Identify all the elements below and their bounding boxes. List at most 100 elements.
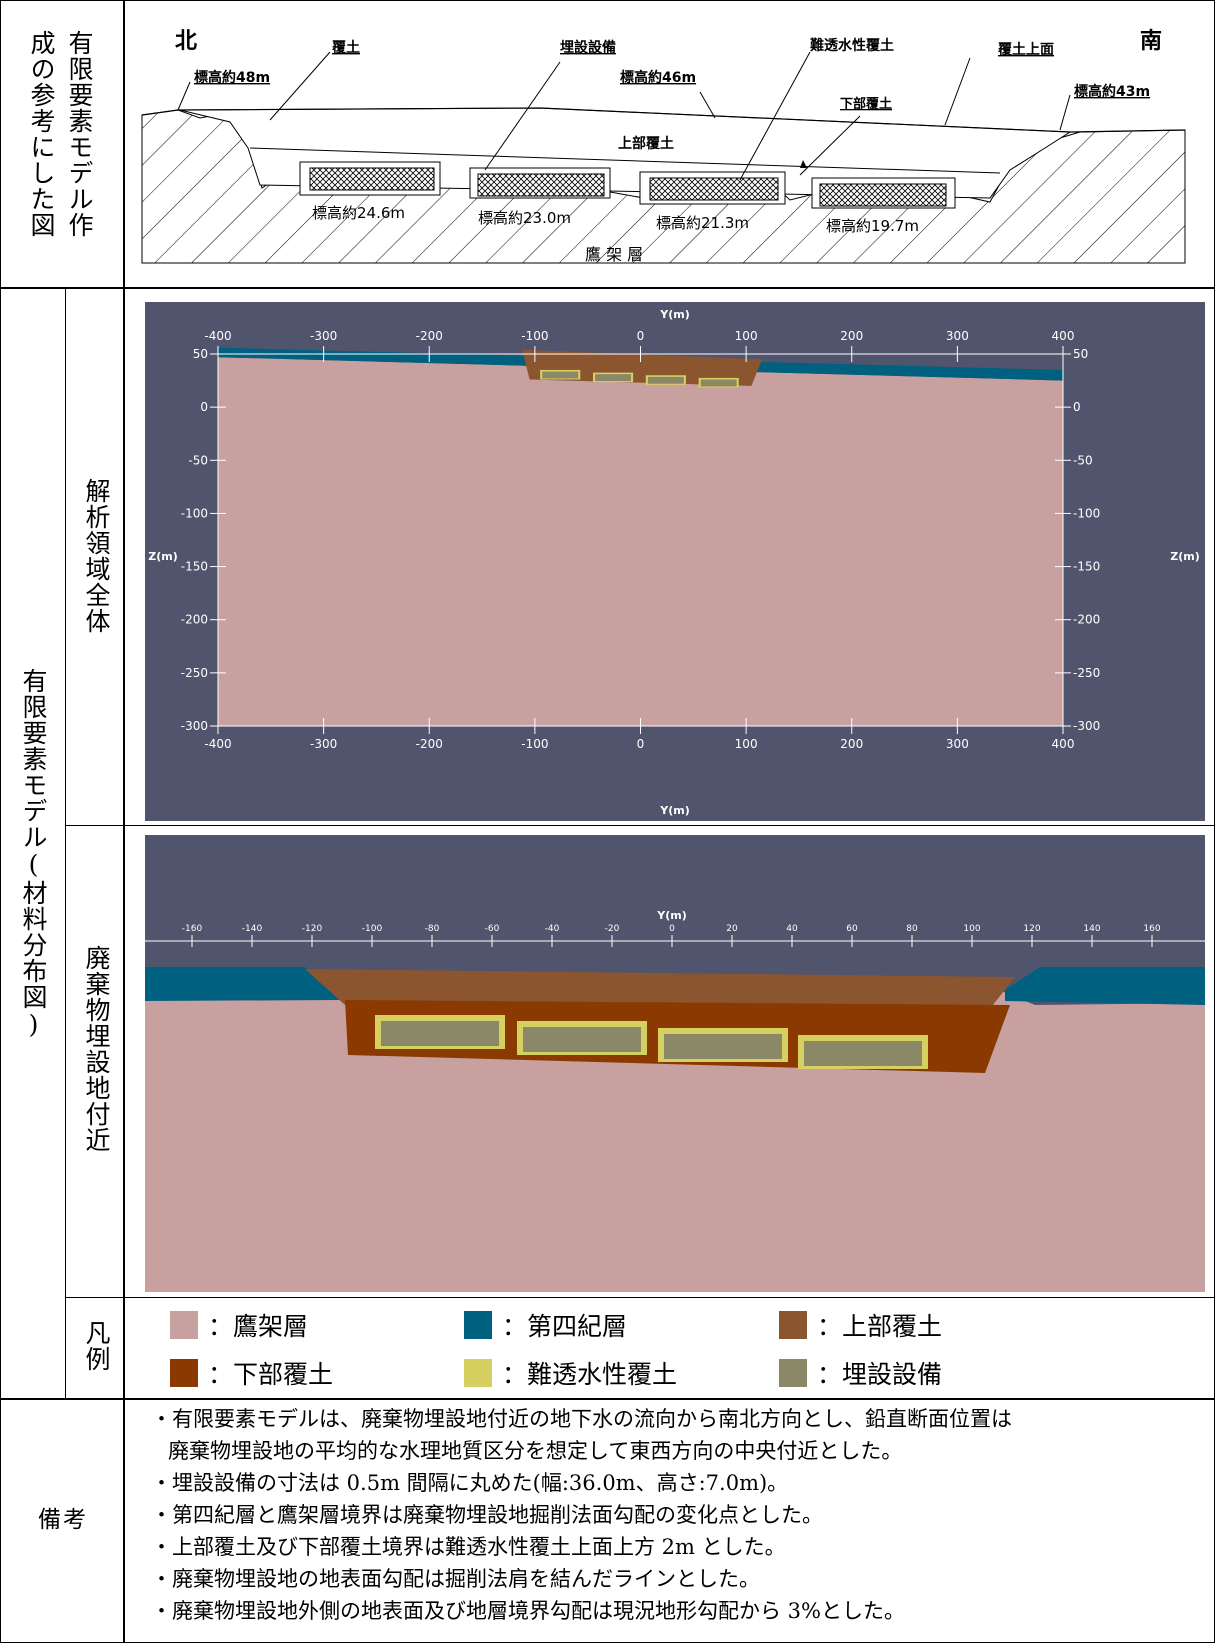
- label-low-perm-cover: 難透水性覆土: [810, 37, 894, 54]
- grid-vline-main: [123, 0, 125, 1643]
- z-axis-label-right: Z(m): [1170, 550, 1200, 563]
- z-tick-label-left: -150: [181, 560, 208, 574]
- z-tick-label-left: -250: [181, 666, 208, 680]
- grid-hline-2: [65, 825, 1215, 826]
- reference-cross-section: 北 南 覆土 埋設設備 難透水性覆土 覆土上面 標高約48m 標高約46m 標高…: [141, 29, 1186, 264]
- legend-label: ：第四紀層: [502, 1312, 628, 1341]
- z-axis-label-left: Z(m): [148, 550, 178, 563]
- remark-item: ・埋設設備の寸法は 0.5m 間隔に丸めた(幅:36.0m、高さ:7.0m)。: [151, 1471, 789, 1495]
- remark-item: ・上部覆土及び下部覆土境界は難透水性覆土上面上方 2m とした。: [151, 1535, 786, 1559]
- x-tick-label-top: -300: [310, 329, 337, 343]
- x-tick-label-bottom: -100: [521, 737, 548, 751]
- label-elev-19-7: 標高約19.7m: [826, 217, 919, 235]
- remarks-list: ・有限要素モデルは、廃棄物埋設地付近の地下水の流向から南北方向とし、鉛直断面位置…: [151, 1403, 1211, 1627]
- x-tick-label: 160: [1143, 924, 1160, 934]
- facility-mark: [592, 372, 634, 383]
- z-tick-label-left: -50: [188, 453, 208, 467]
- buried-facility-2: [517, 1021, 647, 1055]
- legend-item-lower-cover: ：下部覆土: [170, 1355, 333, 1391]
- z-tick-label-right: -250: [1073, 666, 1100, 680]
- row-label-reference-col2: 有限要素モデル作: [65, 30, 94, 238]
- grid-hline-3: [65, 1297, 1215, 1298]
- takanosu-layer-region: [218, 357, 1063, 726]
- x-tick-label-bottom: 300: [946, 737, 969, 751]
- x-tick-label: -160: [182, 924, 203, 934]
- upper-cover-region: [522, 349, 762, 386]
- z-tick-label-left: -100: [181, 506, 208, 520]
- row-label-fem-model: 有限要素モデル(材料分布図): [19, 668, 48, 1040]
- buried-facility-3: [658, 1028, 788, 1062]
- z-tick-label-right: -200: [1073, 613, 1100, 627]
- x-tick-label-top: -400: [204, 329, 231, 343]
- legend-swatch: [779, 1359, 807, 1387]
- z-tick-label-right: -150: [1073, 560, 1100, 574]
- x-axis-label-bottom: Y(m): [659, 804, 689, 817]
- z-tick-label-right: 0: [1073, 400, 1081, 414]
- x-tick-label-bottom: -200: [416, 737, 443, 751]
- quaternary-layer-region-right: [1005, 967, 1205, 1005]
- x-tick-label: 140: [1083, 924, 1100, 934]
- facility-mark: [698, 377, 739, 388]
- legend-item-takanosu: ：鷹架層: [170, 1307, 308, 1343]
- remark-item: ・第四紀層と鷹架層境界は廃棄物埋設地掘削法面勾配の変化点とした。: [151, 1503, 823, 1527]
- row-label-legend: 凡例: [82, 1320, 111, 1372]
- legend-swatch: [170, 1311, 198, 1339]
- label-elev-46: 標高約46m: [620, 69, 696, 86]
- label-upper-cover: 上部覆土: [618, 135, 674, 152]
- x-tick-label: 100: [963, 924, 980, 934]
- label-elev-21-3: 標高約21.3m: [656, 214, 749, 232]
- row-label-near-site: 廃棄物埋設地付近: [82, 945, 111, 1153]
- legend-swatch: [464, 1359, 492, 1387]
- buried-facility-2: [469, 167, 611, 199]
- label-elev-23-0: 標高約23.0m: [478, 209, 571, 227]
- legend-item-low-perm-cover: ：難透水性覆土: [464, 1355, 677, 1391]
- x-tick-label-top: -100: [521, 329, 548, 343]
- full-domain-plot: -400-400-300-300-200-200-100-10000100100…: [145, 302, 1205, 821]
- legend-label: ：下部覆土: [208, 1360, 334, 1389]
- x-tick-label: -20: [605, 924, 620, 934]
- label-elev-48: 標高約48m: [194, 69, 270, 86]
- buried-facility-4: [811, 177, 956, 209]
- row-label-full-domain: 解析領域全体: [82, 478, 111, 634]
- x-tick-label-top: 400: [1052, 329, 1075, 343]
- x-tick-label: 60: [846, 924, 858, 934]
- x-tick-label-bottom: 400: [1052, 737, 1075, 751]
- legend-swatch: [170, 1359, 198, 1387]
- remark-item: 廃棄物埋設地の平均的な水理地質区分を想定して東西方向の中央付近とした。: [168, 1439, 903, 1463]
- lower-cover-boundary: [249, 147, 1001, 174]
- quaternary-layer-region: [145, 967, 340, 1001]
- remark-item: ・廃棄物埋設地外側の地表面及び地層境界勾配は現況地形勾配から 3%とした。: [151, 1599, 905, 1623]
- legend-item-facility: ：埋設設備: [779, 1355, 942, 1391]
- legend-label: ：上部覆土: [817, 1312, 943, 1341]
- remark-item: ・廃棄物埋設地の地表面勾配は掘削法肩を結んだラインとした。: [151, 1567, 760, 1591]
- x-tick-label: -100: [362, 924, 383, 934]
- x-tick-label-bottom: -400: [204, 737, 231, 751]
- label-buried-facility: 埋設設備: [560, 39, 616, 56]
- legend-label: ：難透水性覆土: [502, 1360, 678, 1389]
- label-lower-cover: 下部覆土: [840, 96, 892, 112]
- south-label: 南: [1140, 29, 1162, 54]
- grid-hline-4: [0, 1398, 1215, 1400]
- legend-item-upper-cover: ：上部覆土: [779, 1307, 942, 1343]
- buried-facility-4: [798, 1035, 928, 1069]
- x-tick-label: -60: [485, 924, 500, 934]
- z-tick-label-left: -300: [181, 719, 208, 733]
- z-tick-label-left: -200: [181, 613, 208, 627]
- leader-lines: [177, 51, 1071, 181]
- facility-mark: [540, 369, 581, 380]
- x-tick-label: 0: [669, 924, 675, 934]
- legend-row-2: ：下部覆土 ：難透水性覆土 ：埋設設備: [146, 1348, 1206, 1398]
- x-tick-label-bottom: 200: [840, 737, 863, 751]
- row-label-reference-col1: 成の参考にした図: [27, 30, 56, 238]
- z-tick-label-right: -300: [1073, 719, 1100, 733]
- buried-facility-3: [639, 171, 786, 205]
- label-cover-top: 覆土上面: [998, 41, 1054, 58]
- buried-facility-1: [299, 161, 441, 196]
- x-tick-label-top: 0: [637, 329, 645, 343]
- x-tick-label-top: 300: [946, 329, 969, 343]
- x-tick-label-top: 200: [840, 329, 863, 343]
- z-tick-label-right: 50: [1073, 347, 1088, 361]
- label-takanosu: 鷹 架 層: [585, 245, 643, 264]
- x-tick-label: 80: [906, 924, 918, 934]
